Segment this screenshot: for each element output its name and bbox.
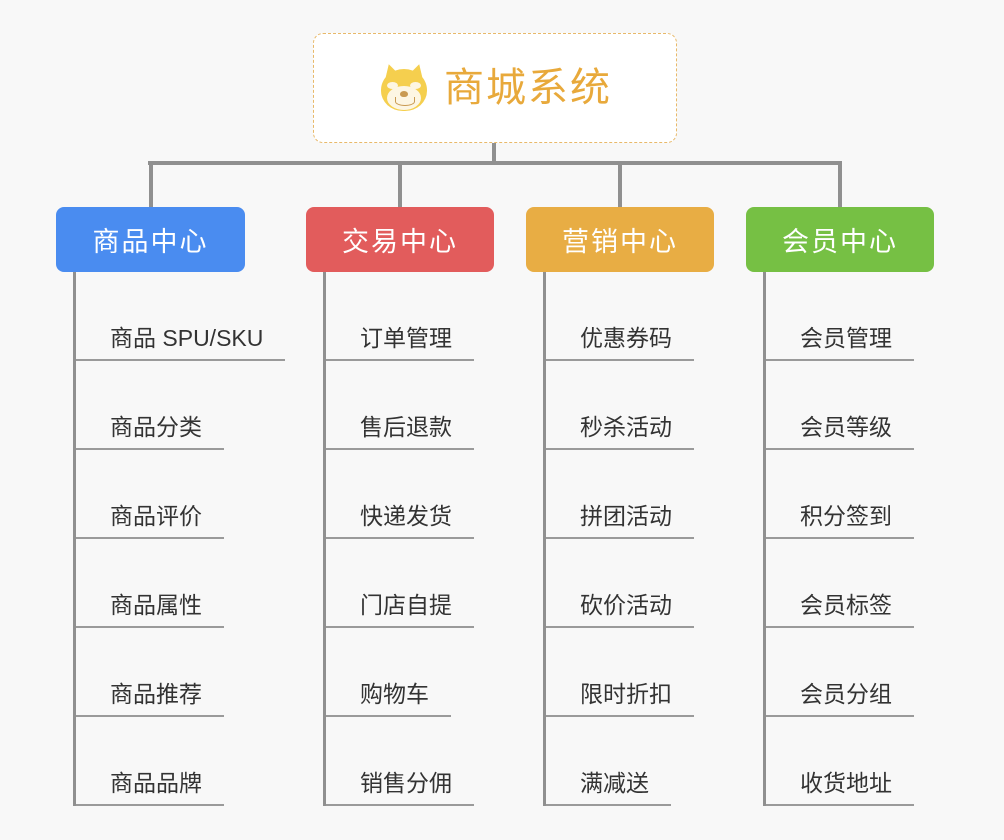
connector-drop-0 bbox=[148, 161, 153, 207]
shiba-inu-icon bbox=[378, 61, 430, 114]
leaf-item[interactable]: 商品推荐 bbox=[76, 628, 245, 717]
leaf-item-label: 满减送 bbox=[546, 770, 671, 806]
leaf-item-label: 订单管理 bbox=[326, 325, 474, 361]
column-product-center: 商品中心商品 SPU/SKU 商品分类商品评价商品属性商品推荐商品品牌 bbox=[56, 207, 286, 806]
shiba-eye-right-icon bbox=[410, 82, 421, 89]
leaf-item-label: 会员分组 bbox=[766, 681, 914, 717]
leaf-item[interactable]: 订单管理 bbox=[326, 272, 494, 361]
leaf-item-label: 门店自提 bbox=[326, 592, 474, 628]
root-title: 商城系统 bbox=[444, 66, 612, 110]
leaf-item-label: 会员管理 bbox=[766, 325, 914, 361]
leaf-item-label: 会员等级 bbox=[766, 414, 914, 450]
leaf-item-label: 拼团活动 bbox=[546, 503, 694, 539]
leaf-item-label: 销售分佣 bbox=[326, 770, 474, 806]
leaf-item[interactable]: 优惠券码 bbox=[546, 272, 714, 361]
category-header-product-center[interactable]: 商品中心 bbox=[56, 207, 245, 272]
leaf-item[interactable]: 砍价活动 bbox=[546, 539, 714, 628]
leaf-item-label: 秒杀活动 bbox=[546, 414, 694, 450]
shiba-mouth-icon bbox=[395, 97, 415, 106]
leaf-item-label: 优惠券码 bbox=[546, 325, 694, 361]
connector-drop-2 bbox=[618, 161, 622, 207]
leaf-item[interactable]: 满减送 bbox=[546, 717, 714, 806]
shiba-eye-left-icon bbox=[387, 82, 398, 89]
leaf-item-label: 商品属性 bbox=[76, 592, 224, 628]
leaf-item-label: 购物车 bbox=[326, 681, 451, 717]
leaf-list-trade-center: 订单管理售后退款快递发货门店自提购物车销售分佣 bbox=[323, 272, 494, 806]
leaf-item[interactable]: 积分签到 bbox=[766, 450, 934, 539]
category-header-member-center[interactable]: 会员中心 bbox=[746, 207, 934, 272]
leaf-item[interactable]: 售后退款 bbox=[326, 361, 494, 450]
leaf-item-label: 商品 SPU/SKU bbox=[76, 325, 286, 361]
leaf-item-label: 会员标签 bbox=[766, 592, 914, 628]
leaf-item[interactable]: 商品 SPU/SKU bbox=[76, 272, 286, 361]
leaf-item-label: 限时折扣 bbox=[546, 681, 694, 717]
leaf-item-label: 收货地址 bbox=[766, 770, 914, 806]
leaf-list-marketing-center: 优惠券码秒杀活动拼团活动砍价活动限时折扣满减送 bbox=[543, 272, 714, 806]
leaf-item-label: 积分签到 bbox=[766, 503, 914, 539]
shiba-nose-icon bbox=[400, 91, 408, 97]
leaf-item-label: 商品评价 bbox=[76, 503, 224, 539]
leaf-item[interactable]: 销售分佣 bbox=[326, 717, 494, 806]
leaf-item[interactable]: 商品评价 bbox=[76, 450, 245, 539]
leaf-item-label: 商品品牌 bbox=[76, 770, 224, 806]
leaf-item[interactable]: 门店自提 bbox=[326, 539, 494, 628]
leaf-item[interactable]: 会员标签 bbox=[766, 539, 934, 628]
column-marketing-center: 营销中心优惠券码秒杀活动拼团活动砍价活动限时折扣满减送 bbox=[526, 207, 714, 806]
leaf-item[interactable]: 商品分类 bbox=[76, 361, 245, 450]
leaf-item[interactable]: 商品属性 bbox=[76, 539, 245, 628]
leaf-item[interactable]: 快递发货 bbox=[326, 450, 494, 539]
connector-root-stem bbox=[492, 143, 496, 165]
leaf-item[interactable]: 购物车 bbox=[326, 628, 494, 717]
leaf-item[interactable]: 会员分组 bbox=[766, 628, 934, 717]
connector-drop-3 bbox=[838, 161, 842, 207]
leaf-item[interactable]: 商品品牌 bbox=[76, 717, 245, 806]
leaf-item-label: 砍价活动 bbox=[546, 592, 694, 628]
leaf-item-label: 快递发货 bbox=[326, 503, 474, 539]
category-header-trade-center[interactable]: 交易中心 bbox=[306, 207, 494, 272]
root-node-mall-system[interactable]: 商城系统 bbox=[313, 33, 677, 143]
leaf-item-label: 售后退款 bbox=[326, 414, 474, 450]
leaf-list-member-center: 会员管理会员等级积分签到会员标签会员分组收货地址 bbox=[763, 272, 934, 806]
leaf-list-product-center: 商品 SPU/SKU 商品分类商品评价商品属性商品推荐商品品牌 bbox=[73, 272, 286, 806]
category-header-marketing-center[interactable]: 营销中心 bbox=[526, 207, 714, 272]
leaf-item[interactable]: 收货地址 bbox=[766, 717, 934, 806]
connector-horizontal-bus bbox=[148, 161, 841, 165]
leaf-item[interactable]: 限时折扣 bbox=[546, 628, 714, 717]
leaf-item-label: 商品推荐 bbox=[76, 681, 224, 717]
column-member-center: 会员中心会员管理会员等级积分签到会员标签会员分组收货地址 bbox=[746, 207, 934, 806]
leaf-item[interactable]: 会员等级 bbox=[766, 361, 934, 450]
leaf-item-label: 商品分类 bbox=[76, 414, 224, 450]
connector-drop-1 bbox=[398, 161, 402, 207]
leaf-item[interactable]: 秒杀活动 bbox=[546, 361, 714, 450]
column-trade-center: 交易中心订单管理售后退款快递发货门店自提购物车销售分佣 bbox=[306, 207, 494, 806]
leaf-item[interactable]: 会员管理 bbox=[766, 272, 934, 361]
leaf-item[interactable]: 拼团活动 bbox=[546, 450, 714, 539]
